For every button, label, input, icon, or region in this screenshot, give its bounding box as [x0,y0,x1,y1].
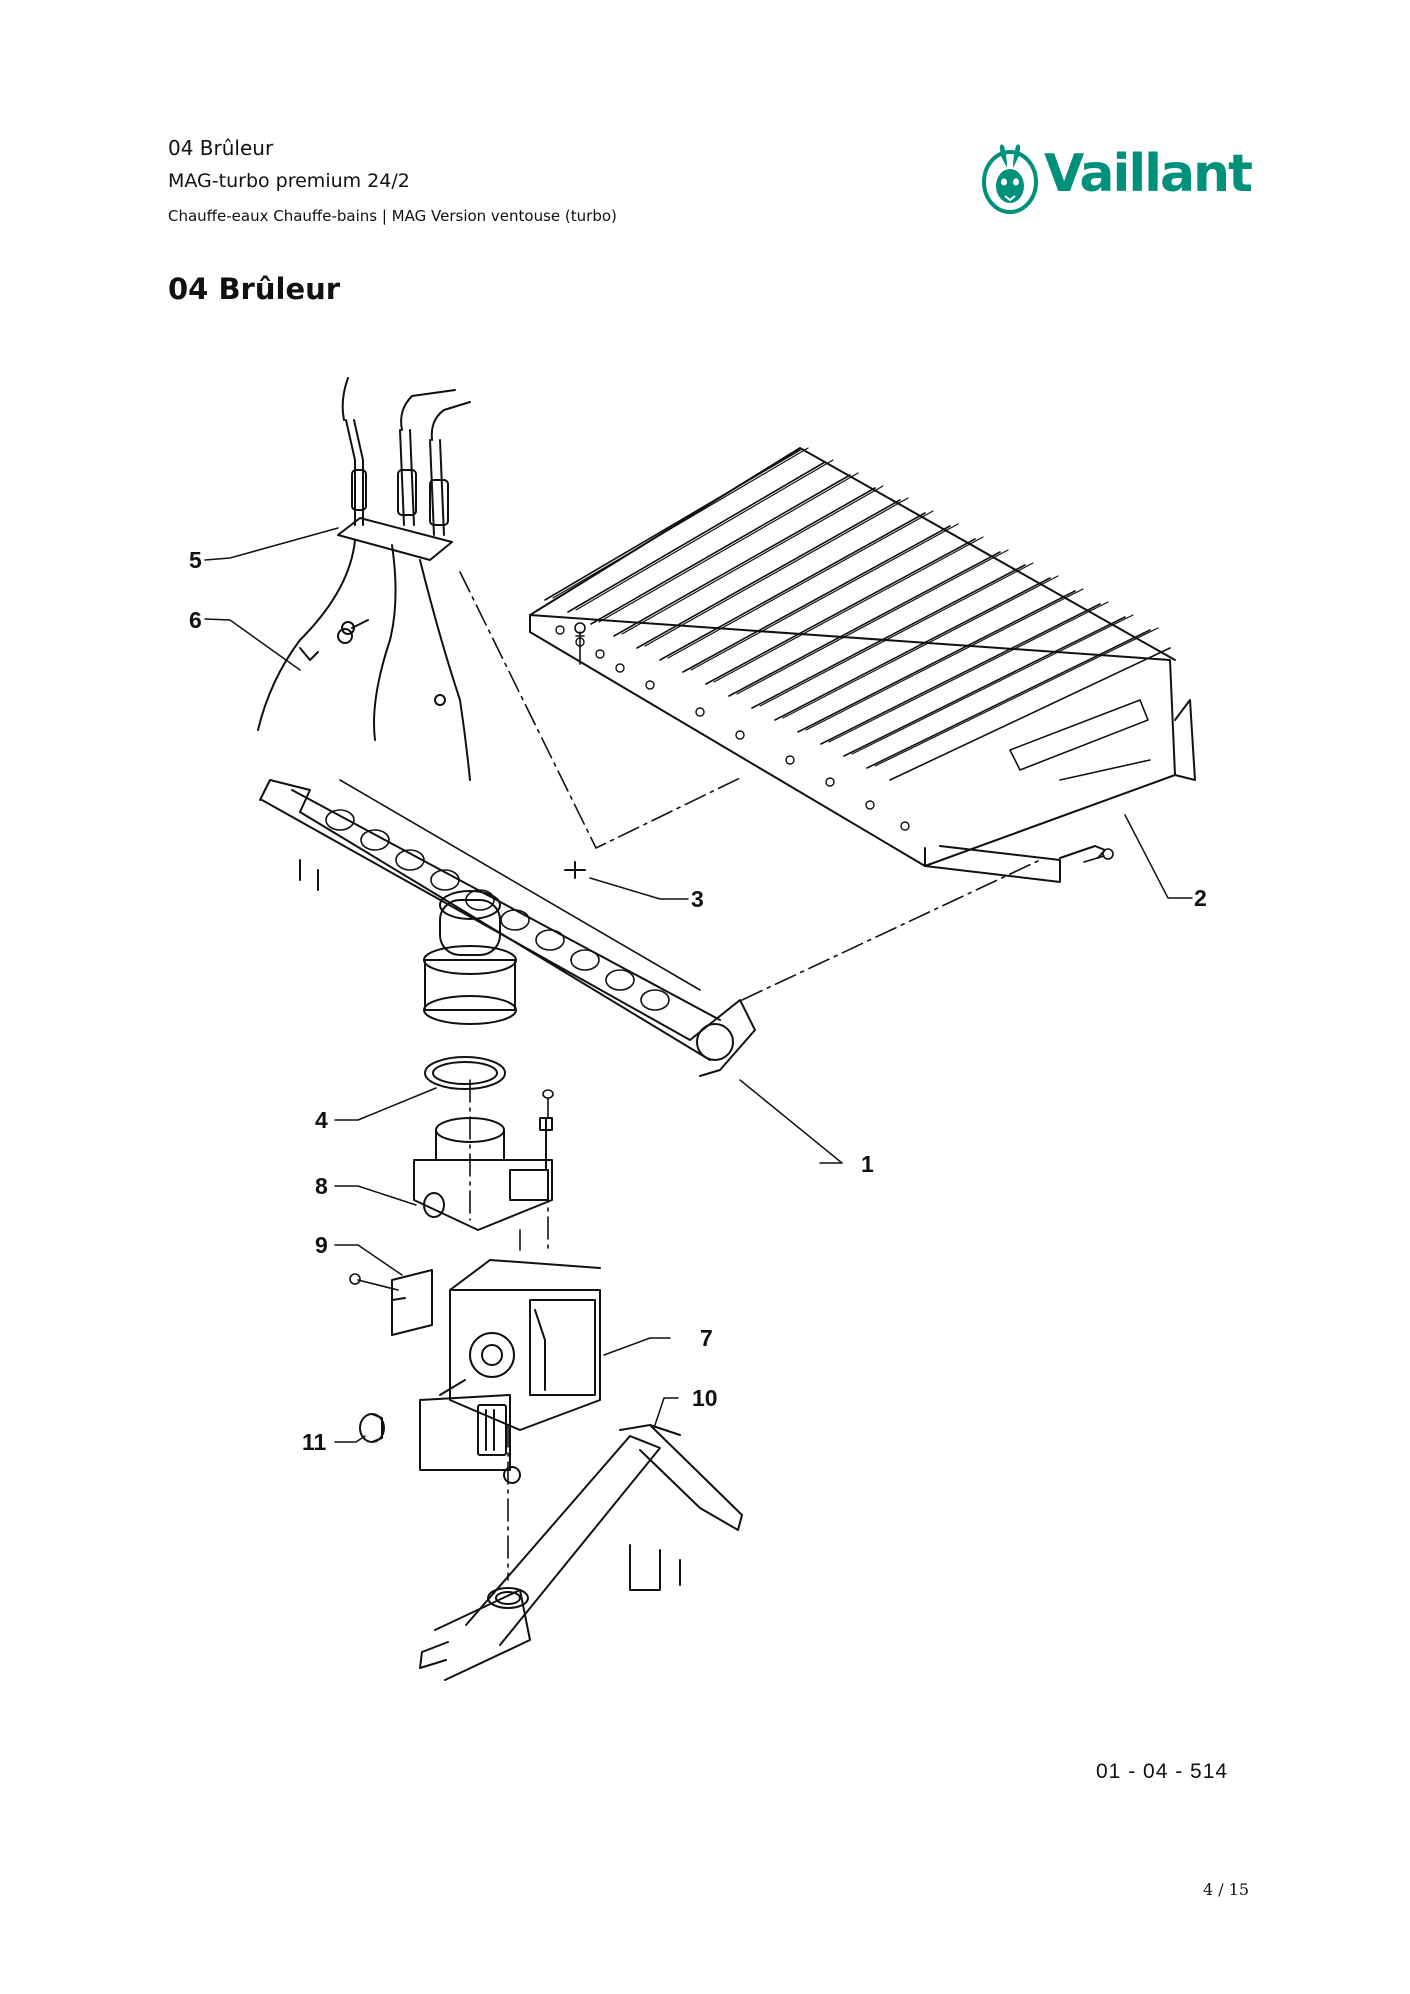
assembly-lines [459,571,1041,1581]
screws [349,622,1114,1291]
header-product: MAG-turbo premium 24/2 [168,170,410,192]
callout-7: 7 [700,1325,713,1351]
header-category: Chauffe-eaux Chauffe-bains | MAG Version… [168,207,617,225]
callout-labels: 5 6 3 2 1 4 8 9 7 10 11 [189,547,1207,1455]
leader-lines [204,527,1193,1443]
ignition-electrodes [257,377,471,781]
callout-1: 1 [861,1151,874,1177]
plug-cap [359,1413,385,1443]
section-title: 04 Brûleur [168,272,341,306]
callout-11: 11 [302,1429,327,1455]
callout-5: 5 [189,547,202,573]
brand-name: Vaillant [1044,144,1253,204]
callout-6: 6 [189,607,202,633]
callout-3: 3 [691,886,704,912]
hare-icon [982,144,1038,214]
callout-2: 2 [1194,885,1207,911]
drawing-reference-code: 01 - 04 - 514 [1096,1760,1229,1783]
header-section-label: 04 Brûleur [168,136,274,160]
page-number: 4 / 15 [1203,1880,1250,1899]
brand-logo: Vaillant [980,138,1260,218]
callout-9: 9 [315,1232,328,1258]
callout-4: 4 [315,1107,328,1133]
o-ring-seal [424,1056,506,1090]
gas-inlet-pipe [419,1424,743,1681]
burner-manifold [259,779,756,1077]
gas-valve [419,1259,601,1484]
adapter-fitting [413,1117,553,1231]
callout-10: 10 [692,1385,718,1411]
callout-8: 8 [315,1173,328,1199]
bracket-plate [391,1269,433,1336]
heat-exchanger [529,447,1196,883]
